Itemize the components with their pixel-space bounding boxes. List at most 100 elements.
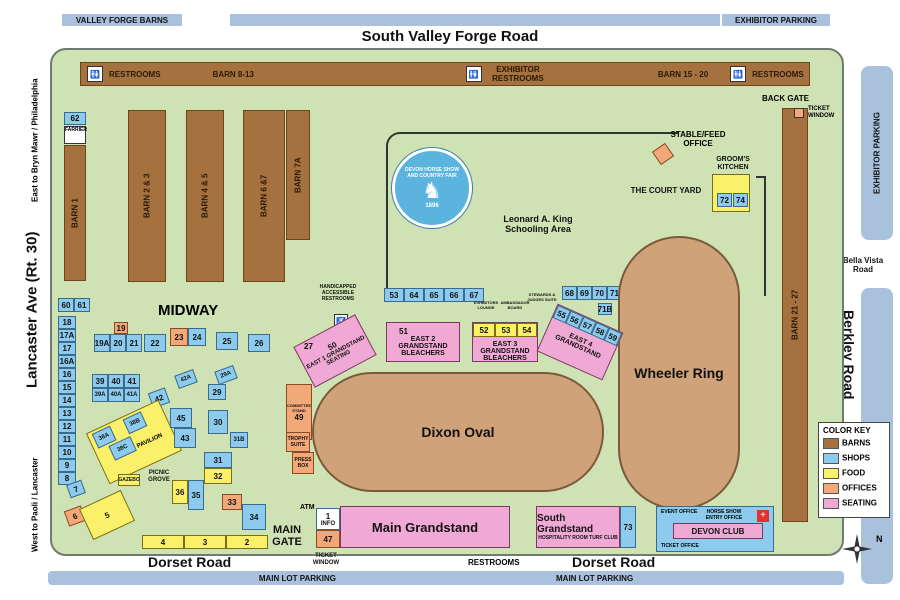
main-grandstand[interactable]: Main Grandstand xyxy=(340,506,510,548)
stall-71b[interactable]: 71B xyxy=(597,303,613,315)
exhibitor-parking-east-label: EXHIBITOR PARKING xyxy=(872,112,882,194)
stewards-suite: STEWARDS & JUDGES SUITE xyxy=(527,292,557,302)
exhibitor-parking-top-strip: EXHIBITOR PARKING xyxy=(722,14,830,26)
restrooms-right-label: RESTROOMS xyxy=(752,69,804,79)
stall-64[interactable]: 64 xyxy=(404,288,424,302)
stall-33[interactable]: 33 xyxy=(222,494,242,510)
stall-36[interactable]: 36 xyxy=(172,480,188,504)
info-booth[interactable]: 1 INFO xyxy=(316,508,340,530)
stall-53-top[interactable]: 53 xyxy=(384,288,404,302)
legend-swatch xyxy=(823,468,839,479)
stall-1: 1 xyxy=(325,511,331,521)
stall-26[interactable]: 26 xyxy=(248,334,270,352)
stall-54[interactable]: 54 xyxy=(516,323,537,337)
legend-item: SHOPS xyxy=(823,453,885,464)
stall-45[interactable]: 45 xyxy=(170,408,192,428)
horse-icon: ♞ xyxy=(422,178,442,203)
stall-16a[interactable]: 16A xyxy=(58,355,76,368)
stall-22[interactable]: 22 xyxy=(144,334,166,352)
stall-53[interactable]: 53 xyxy=(494,323,517,337)
bottom-parking-strip: MAIN LOT PARKING MAIN LOT PARKING xyxy=(48,571,844,585)
east-3-grandstand[interactable]: 52 53 54 EAST 3 GRANDSTAND BLEACHERS xyxy=(472,322,538,362)
stall-40[interactable]: 40 xyxy=(108,374,124,388)
stall-12[interactable]: 12 xyxy=(58,420,76,433)
east-2-grandstand[interactable]: 51 EAST 2 GRANDSTAND BLEACHERS xyxy=(386,322,460,362)
stall-31b[interactable]: 31B xyxy=(230,432,248,448)
legend-title: COLOR KEY xyxy=(823,426,871,435)
stall-14[interactable]: 14 xyxy=(58,394,76,407)
stall-24[interactable]: 24 xyxy=(188,328,206,346)
stall-3[interactable]: 3 xyxy=(184,535,226,549)
stall-11[interactable]: 11 xyxy=(58,433,76,446)
stall-41[interactable]: 41 xyxy=(124,374,140,388)
exhibitors-lounge: EXHIBITORS LOUNGE xyxy=(473,300,499,310)
stall-35[interactable]: 35 xyxy=(188,480,204,510)
stall-32[interactable]: 32 xyxy=(204,468,232,484)
stall-4[interactable]: 4 xyxy=(142,535,184,549)
compass-icon xyxy=(842,534,872,564)
stall-39[interactable]: 39 xyxy=(92,374,108,388)
stall-29[interactable]: 29 xyxy=(208,384,226,400)
stall-41a[interactable]: 41A xyxy=(124,388,140,402)
stall-31[interactable]: 31 xyxy=(204,452,232,468)
devon-logo: DEVON HORSE SHOW AND COUNTRY FAIR ♞ 1896 xyxy=(392,148,472,228)
stall-47[interactable]: 47 xyxy=(316,530,340,548)
stall-15[interactable]: 15 xyxy=(58,381,76,394)
stall-27: 27 xyxy=(304,342,313,351)
stall-74[interactable]: 74 xyxy=(733,193,748,207)
trophy-suite: TROPHY SUITE xyxy=(286,432,310,452)
stall-2[interactable]: 2 xyxy=(226,535,268,549)
devon-club-label: DEVON CLUB xyxy=(673,523,763,539)
stall-39a[interactable]: 39A xyxy=(92,388,108,402)
wheeler-ring-label: Wheeler Ring xyxy=(634,365,724,381)
barn-1: BARN 1 xyxy=(64,145,86,281)
atm-label: ATM xyxy=(300,504,315,511)
stall-25[interactable]: 25 xyxy=(216,332,238,350)
stall-row-53-67: 53 64 65 66 67 xyxy=(384,288,484,302)
stall-19a[interactable]: 19A xyxy=(94,334,110,352)
devon-club[interactable]: EVENT OFFICE HORSE SHOW ENTRY OFFICE + D… xyxy=(656,506,774,552)
stall-70[interactable]: 70 xyxy=(592,286,607,300)
stall-30[interactable]: 30 xyxy=(208,410,228,434)
stall-66[interactable]: 66 xyxy=(444,288,464,302)
stall-40a[interactable]: 40A xyxy=(108,388,124,402)
press-box: PRESS BOX xyxy=(292,452,314,474)
stall-62[interactable]: 62 xyxy=(64,112,86,125)
stall-61[interactable]: 61 xyxy=(74,298,90,312)
stall-10[interactable]: 10 xyxy=(58,446,76,459)
stall-72[interactable]: 72 xyxy=(717,193,732,207)
stall-19[interactable]: 19 xyxy=(114,322,128,334)
stall-9[interactable]: 9 xyxy=(58,459,76,472)
hospitality-label: HOSPITALITY ROOM TURF CLUB xyxy=(538,535,618,541)
stall-20[interactable]: 20 xyxy=(110,334,126,352)
dorset-road-right: Dorset Road xyxy=(572,554,656,570)
dixon-oval: Dixon Oval xyxy=(312,372,604,492)
handicapped-restrooms: HANDICAPPED ACCESSIBLE RESTROOMS xyxy=(319,284,357,302)
stall-65[interactable]: 65 xyxy=(424,288,444,302)
barn-21-27: BARN 21 - 27 xyxy=(782,108,808,522)
stall-23[interactable]: 23 xyxy=(170,328,188,346)
stall-16[interactable]: 16 xyxy=(58,368,76,381)
stall-18[interactable]: 18 xyxy=(58,316,76,329)
stall-21[interactable]: 21 xyxy=(126,334,142,352)
stall-68[interactable]: 68 xyxy=(562,286,577,300)
top-strip-blank xyxy=(230,14,720,26)
stall-17[interactable]: 17 xyxy=(58,342,76,355)
stall-13[interactable]: 13 xyxy=(58,407,76,420)
stall-34[interactable]: 34 xyxy=(242,504,266,530)
south-grandstand[interactable]: South Grandstand HOSPITALITY ROOM TURF C… xyxy=(536,506,620,548)
south-valley-forge-road: South Valley Forge Road xyxy=(361,28,539,45)
stall-52[interactable]: 52 xyxy=(473,323,495,337)
east-2-label: EAST 2 GRANDSTAND BLEACHERS xyxy=(398,336,448,357)
exhibitor-parking-east: EXHIBITOR PARKING xyxy=(861,66,893,240)
bella-vista-road: Bella Vista Road xyxy=(842,256,884,274)
legend-swatch xyxy=(823,483,839,494)
committee-stand-label: COMMITTEE STAND xyxy=(287,402,311,413)
stall-17a[interactable]: 17A xyxy=(58,329,76,342)
stall-69[interactable]: 69 xyxy=(577,286,592,300)
stall-43[interactable]: 43 xyxy=(174,428,196,448)
stall-60[interactable]: 60 xyxy=(58,298,74,312)
stall-67[interactable]: 67 xyxy=(464,288,484,302)
stall-38b[interactable]: 38B xyxy=(122,411,148,435)
stall-73[interactable]: 73 xyxy=(620,506,636,548)
